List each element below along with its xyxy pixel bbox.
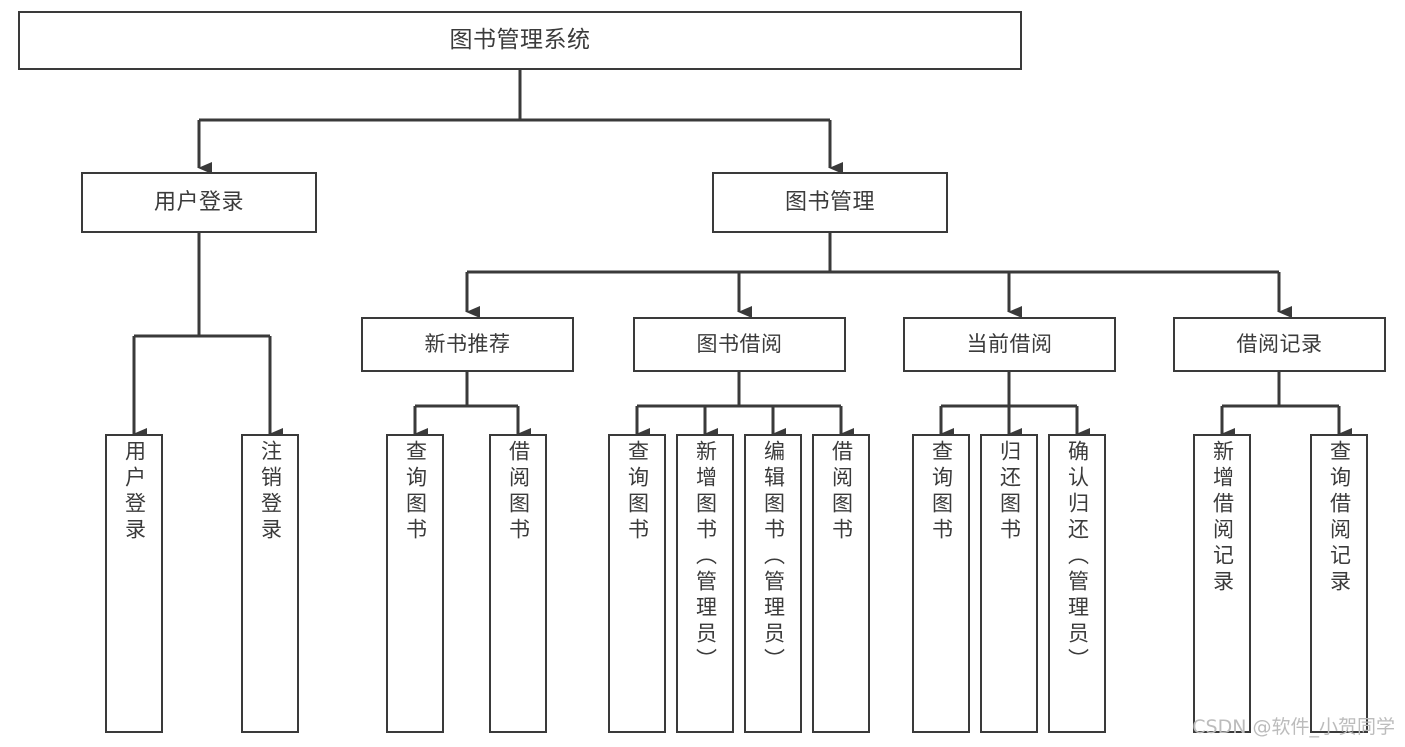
node-leaf-query-book-2[interactable]: 查询图书 bbox=[608, 434, 666, 733]
node-leaf-user-login[interactable]: 用户登录 bbox=[105, 434, 163, 733]
node-leaf-edit-book-label: 编辑图书（管理员） bbox=[761, 440, 786, 674]
node-leaf-query-book-3[interactable]: 查询图书 bbox=[912, 434, 970, 733]
node-leaf-user-logout[interactable]: 注销登录 bbox=[241, 434, 299, 733]
node-leaf-confirm-return[interactable]: 确认归还（管理员） bbox=[1048, 434, 1106, 733]
node-book-borrow[interactable]: 图书借阅 bbox=[633, 317, 846, 372]
node-leaf-query-book-3-label: 查询图书 bbox=[929, 440, 954, 544]
node-leaf-query-record-label: 查询借阅记录 bbox=[1327, 440, 1352, 596]
node-leaf-add-book-label: 新增图书（管理员） bbox=[693, 440, 718, 674]
node-borrow-record[interactable]: 借阅记录 bbox=[1173, 317, 1386, 372]
node-leaf-borrow-book-2-label: 借阅图书 bbox=[829, 440, 854, 544]
node-leaf-query-book-1[interactable]: 查询图书 bbox=[386, 434, 444, 733]
node-leaf-confirm-return-label: 确认归还（管理员） bbox=[1065, 440, 1090, 674]
node-leaf-add-record-label: 新增借阅记录 bbox=[1210, 440, 1235, 596]
node-leaf-add-book[interactable]: 新增图书（管理员） bbox=[676, 434, 734, 733]
node-leaf-user-login-label: 用户登录 bbox=[122, 440, 147, 544]
node-book-borrow-label: 图书借阅 bbox=[696, 332, 783, 357]
node-current-borrow[interactable]: 当前借阅 bbox=[903, 317, 1116, 372]
node-leaf-edit-book[interactable]: 编辑图书（管理员） bbox=[744, 434, 802, 733]
node-new-book-recommend-label: 新书推荐 bbox=[424, 332, 511, 357]
node-leaf-query-record[interactable]: 查询借阅记录 bbox=[1310, 434, 1368, 733]
node-leaf-user-logout-label: 注销登录 bbox=[258, 440, 283, 544]
node-leaf-add-record[interactable]: 新增借阅记录 bbox=[1193, 434, 1251, 733]
node-root[interactable]: 图书管理系统 bbox=[18, 11, 1022, 70]
node-book-manage-label: 图书管理 bbox=[784, 189, 875, 215]
node-leaf-return-book[interactable]: 归还图书 bbox=[980, 434, 1038, 733]
node-user-login-label: 用户登录 bbox=[153, 189, 244, 215]
node-leaf-return-book-label: 归还图书 bbox=[997, 440, 1022, 544]
node-current-borrow-label: 当前借阅 bbox=[966, 332, 1053, 357]
node-leaf-query-book-2-label: 查询图书 bbox=[625, 440, 650, 544]
node-leaf-borrow-book-1[interactable]: 借阅图书 bbox=[489, 434, 547, 733]
node-user-login[interactable]: 用户登录 bbox=[81, 172, 317, 233]
node-leaf-query-book-1-label: 查询图书 bbox=[403, 440, 428, 544]
node-leaf-borrow-book-1-label: 借阅图书 bbox=[506, 440, 531, 544]
node-root-label: 图书管理系统 bbox=[449, 27, 591, 54]
node-borrow-record-label: 借阅记录 bbox=[1236, 332, 1323, 357]
node-leaf-borrow-book-2[interactable]: 借阅图书 bbox=[812, 434, 870, 733]
node-new-book-recommend[interactable]: 新书推荐 bbox=[361, 317, 574, 372]
node-book-manage[interactable]: 图书管理 bbox=[712, 172, 948, 233]
